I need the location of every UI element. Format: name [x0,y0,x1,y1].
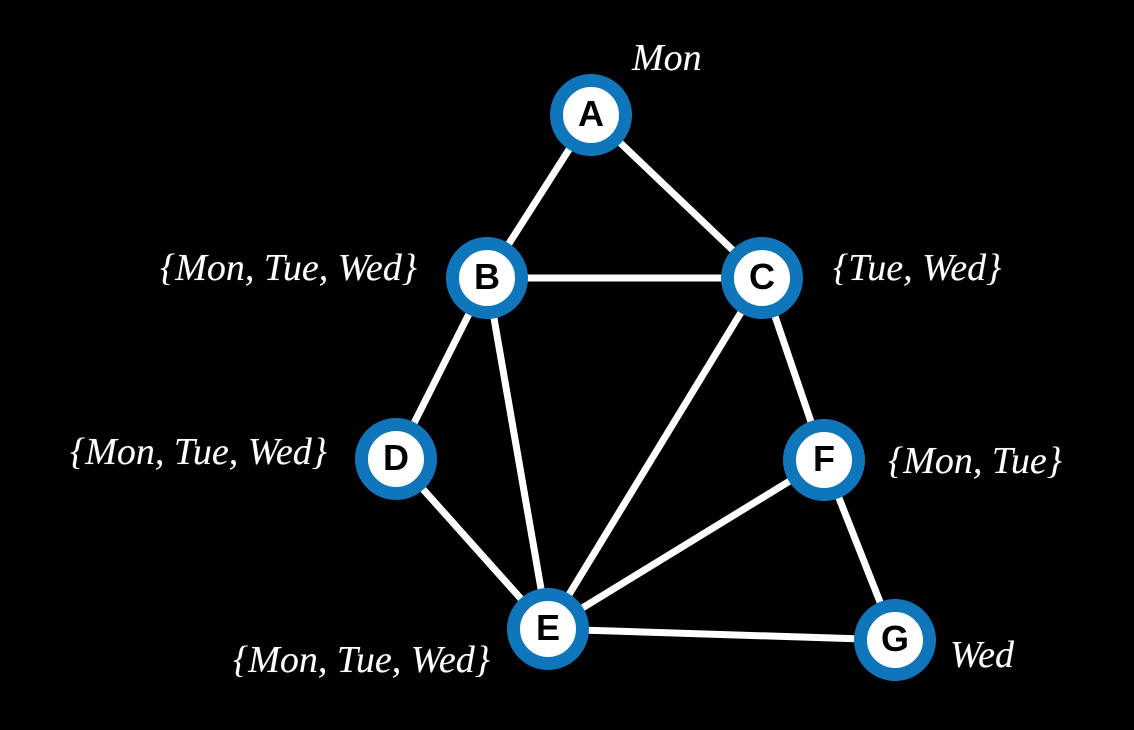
node-g: G [854,599,936,681]
domain-label-c: {Tue, Wed} [833,247,1002,289]
edge-b-e [483,274,552,633]
node-e: E [507,588,589,670]
node-b-letter: B [474,256,500,297]
edge-e-f [544,456,828,633]
domain-label-f: {Mon, Tue} [888,440,1062,482]
node-a: A [550,74,632,156]
domain-label-a: Mon [632,37,702,79]
node-f-letter: F [813,438,835,479]
node-c: C [721,237,803,319]
domain-label-b: {Mon, Tue, Wed} [160,247,417,289]
node-a-letter: A [578,93,604,134]
node-d-letter: D [383,437,409,478]
node-e-letter: E [535,607,560,648]
node-f: F [783,419,865,501]
node-c-letter: C [749,256,775,297]
domain-label-g: Wed [950,634,1015,676]
edge-c-e [544,274,766,633]
edge-e-g [544,625,899,644]
domain-label-e: {Mon, Tue, Wed} [233,639,490,681]
node-d: D [355,418,437,500]
node-g-letter: G [880,618,909,659]
domain-label-d: {Mon, Tue, Wed} [70,431,327,473]
node-b: B [446,237,528,319]
